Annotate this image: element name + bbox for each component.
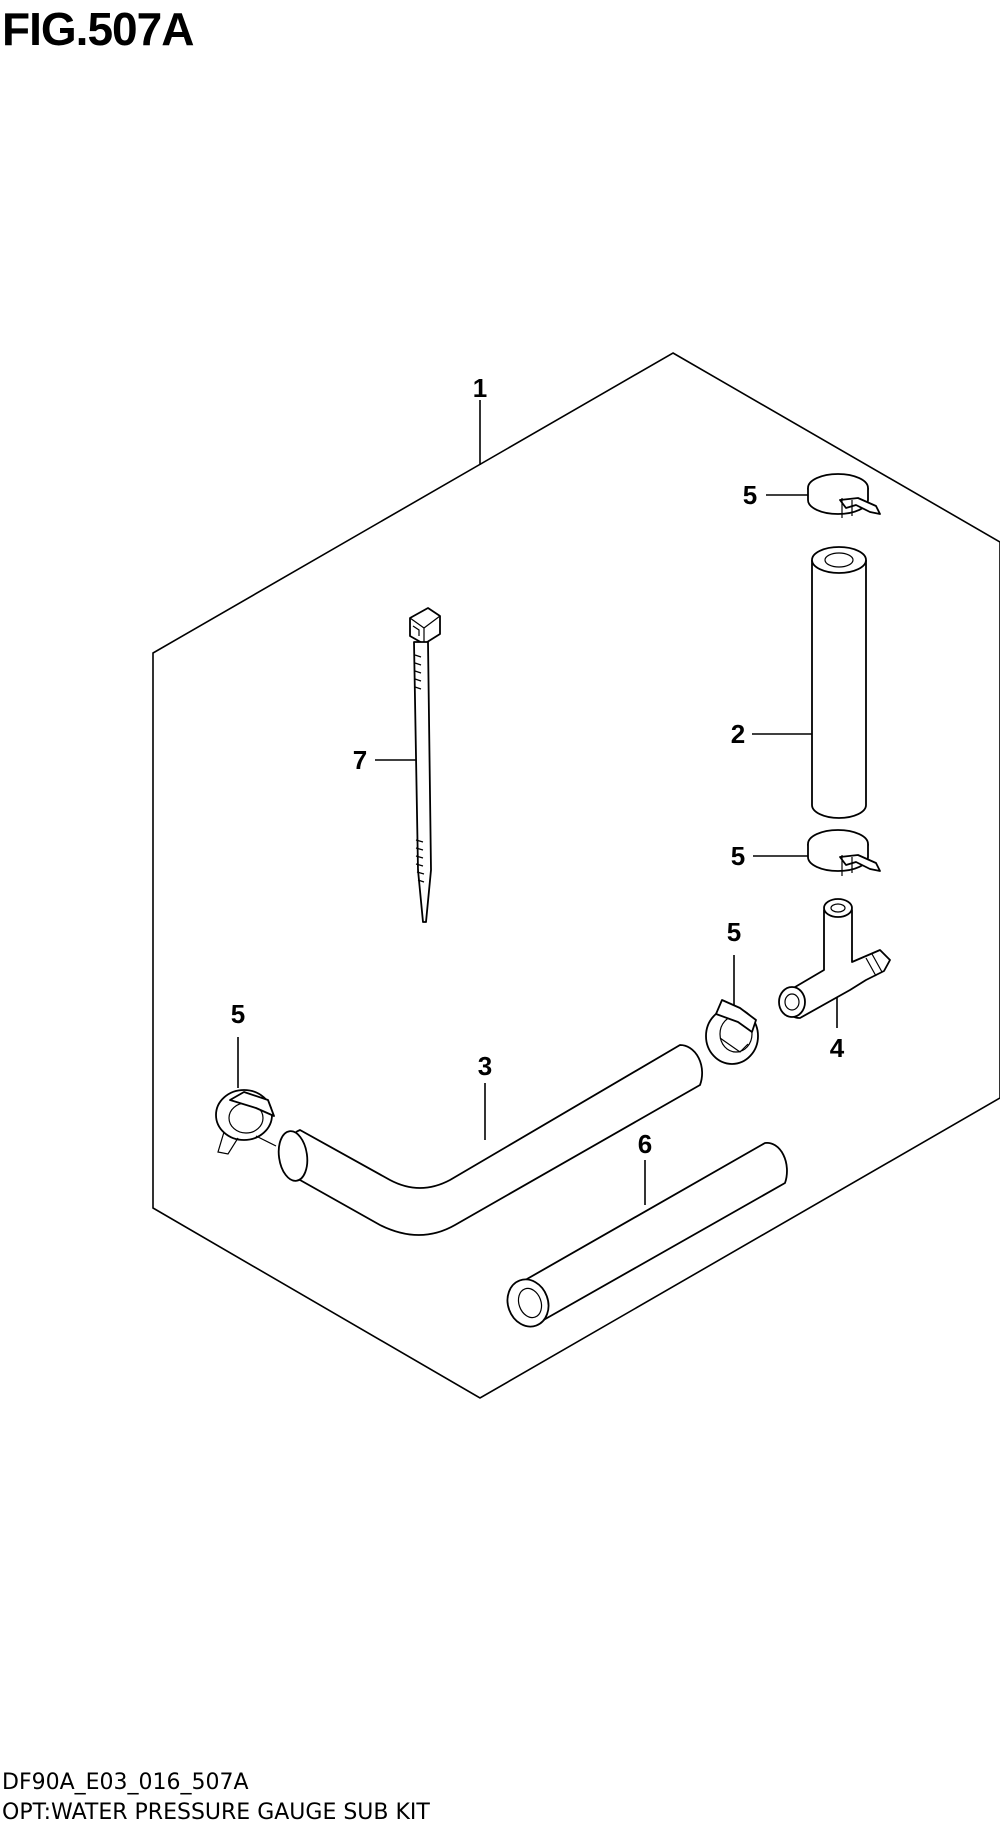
callout-5-middle: 5 <box>731 841 745 871</box>
kit-boundary <box>152 352 1000 1399</box>
figure-description: OPT:WATER PRESSURE GAUGE SUB KIT <box>2 1800 430 1825</box>
callout-5-left: 5 <box>231 999 245 1029</box>
callout-3: 3 <box>478 1051 492 1081</box>
t-fitting <box>778 898 891 1019</box>
cable-tie <box>409 607 441 923</box>
leader-lines <box>237 400 838 1205</box>
hose-bent <box>277 1044 704 1236</box>
hose-clip-right <box>705 999 759 1065</box>
callout-5-right: 5 <box>727 917 741 947</box>
callout-7: 7 <box>353 745 367 775</box>
callout-6: 6 <box>638 1129 652 1159</box>
figure-title: FIG.507A <box>2 3 194 55</box>
hose-vertical <box>811 546 867 819</box>
hose-clip-middle <box>807 829 881 876</box>
hose-clip-top <box>807 473 881 518</box>
callout-1: 1 <box>473 373 487 403</box>
hose-straight <box>506 1142 788 1328</box>
hose-clip-left <box>215 1089 277 1155</box>
callout-4: 4 <box>830 1033 845 1063</box>
callout-5-top: 5 <box>743 480 757 510</box>
callout-2: 2 <box>731 719 745 749</box>
figure-code: DF90A_E03_016_507A <box>2 1770 249 1795</box>
